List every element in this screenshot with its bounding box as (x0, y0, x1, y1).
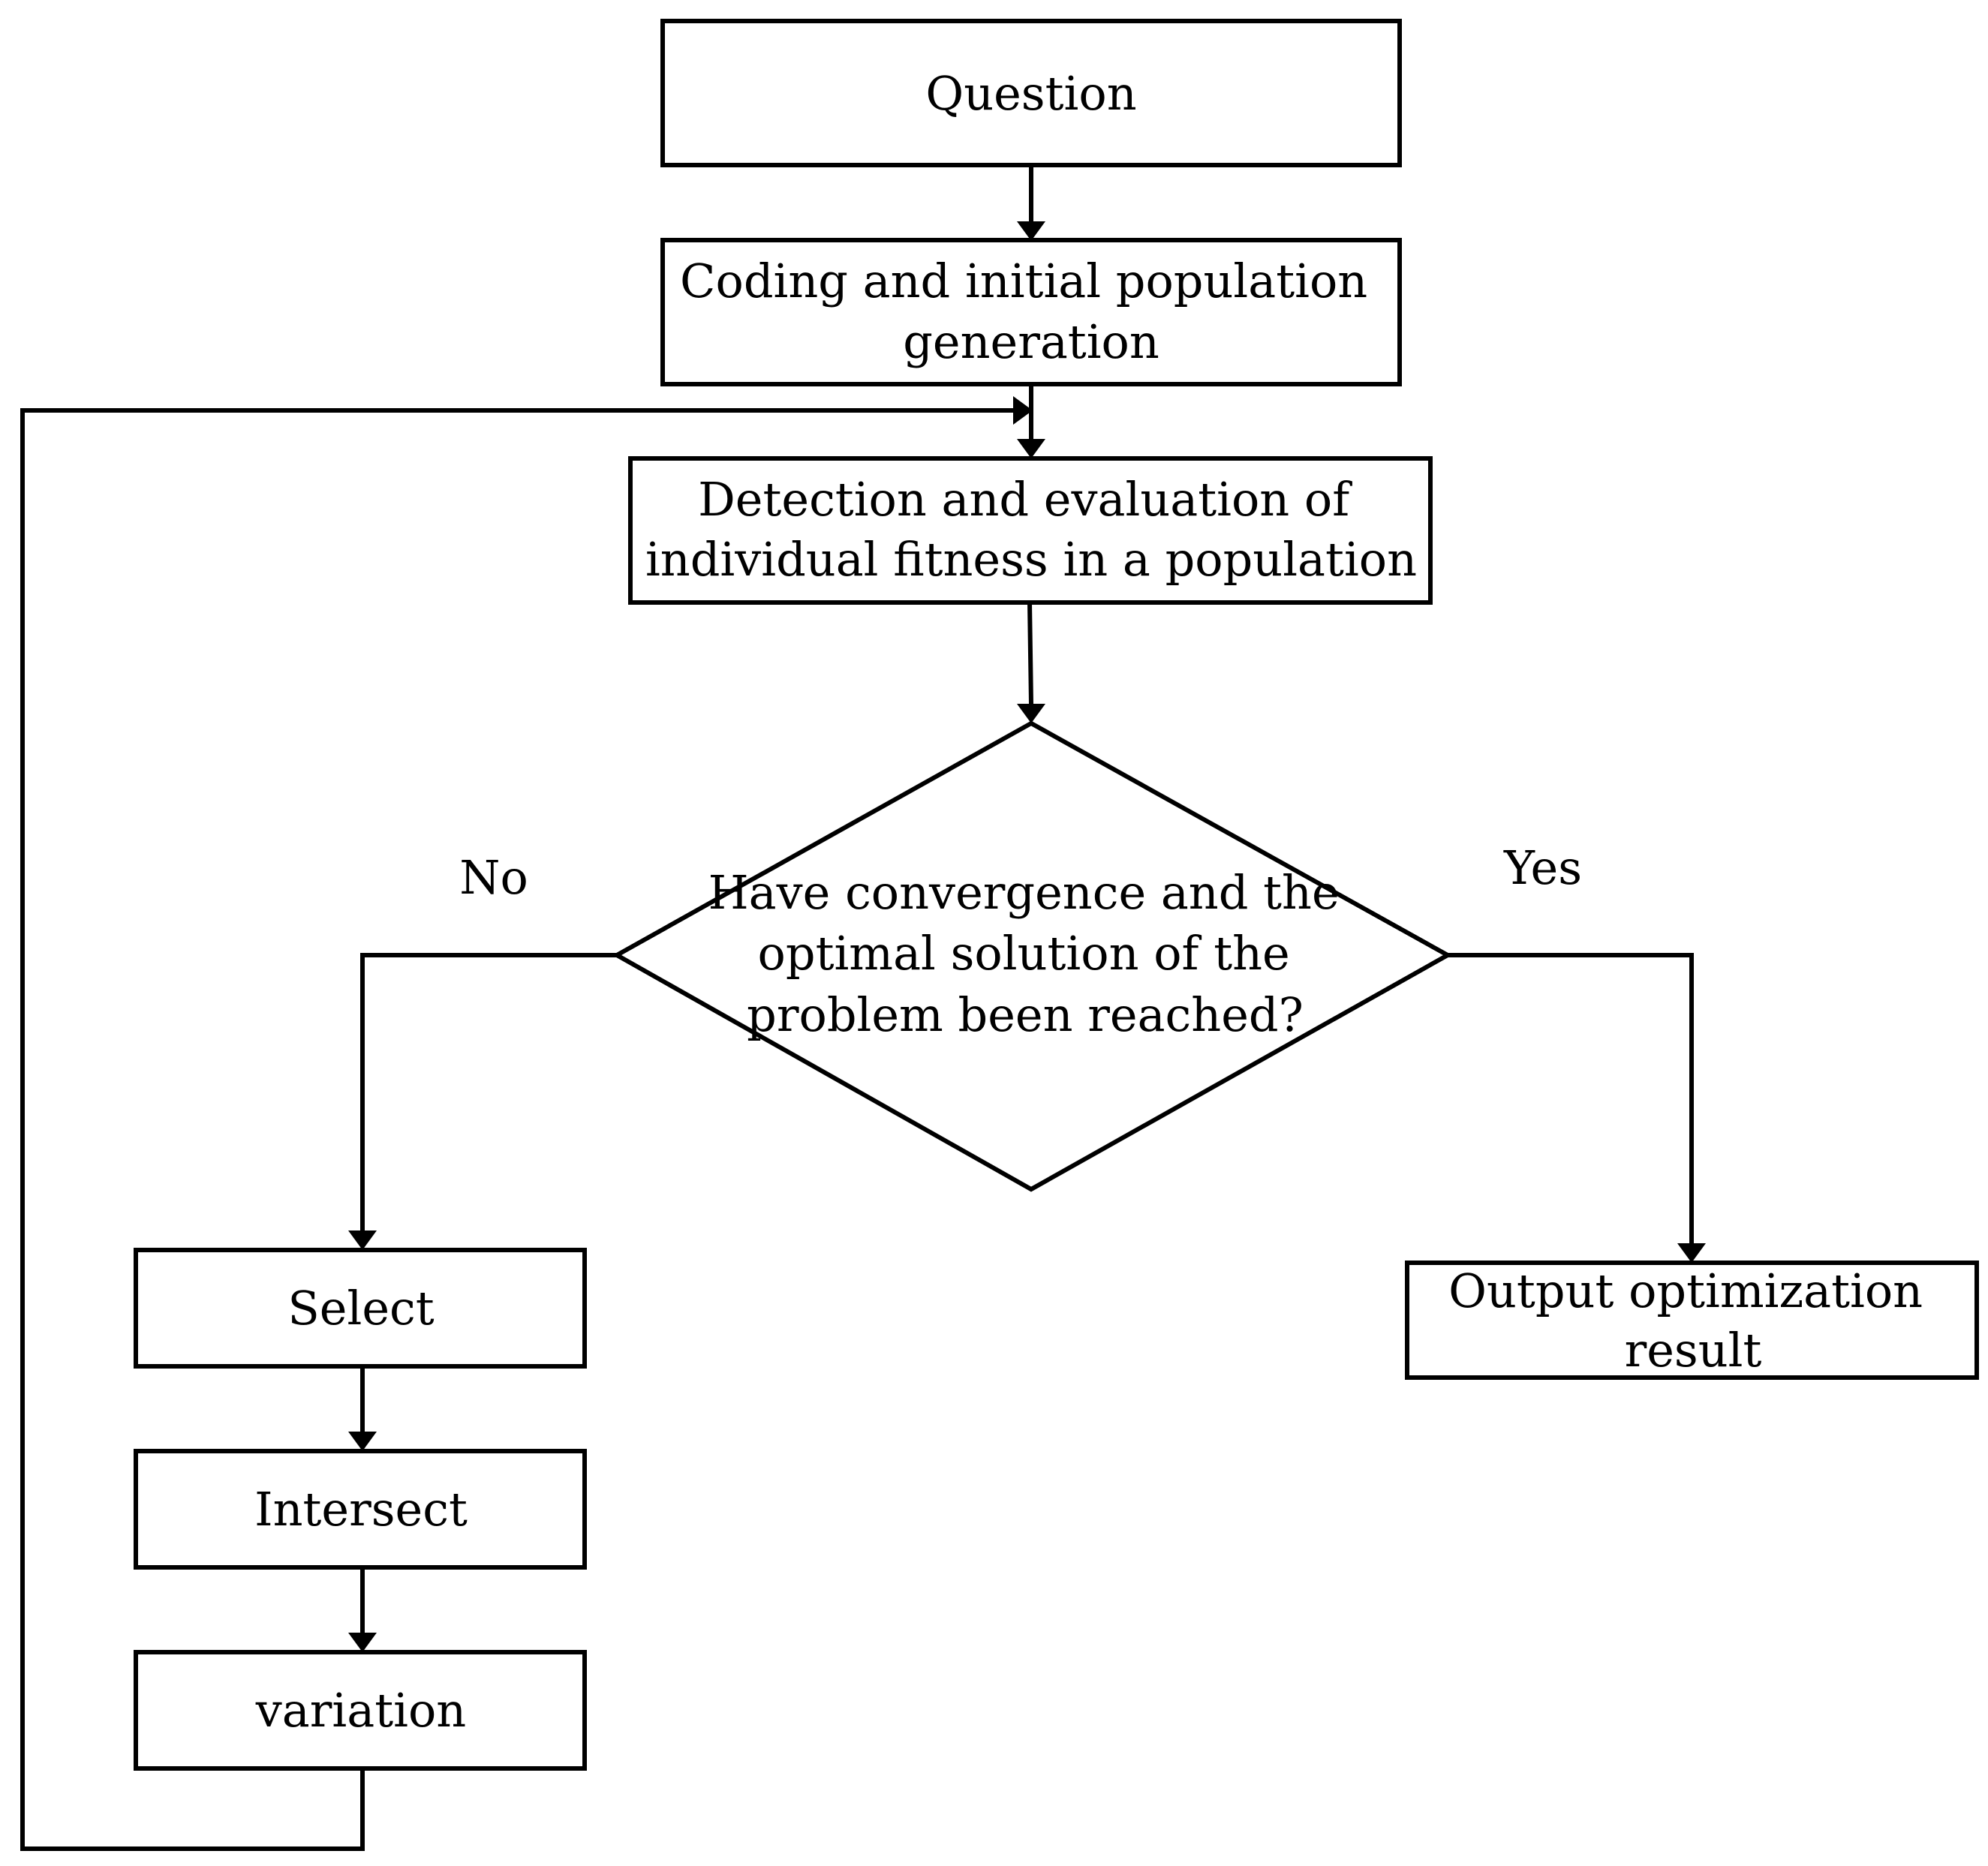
yes-label: Yes (1503, 840, 1582, 895)
detection-box (628, 456, 1433, 605)
output-box (1405, 1261, 1979, 1380)
arrowhead-output (1677, 1243, 1706, 1263)
edge-yes-branch (1448, 953, 1694, 1243)
node-coding: Coding and initial population generation (660, 238, 1402, 386)
coding-text-line: Coding and initial population (680, 254, 1367, 308)
decision-text-line: Have convergence and the (708, 865, 1340, 920)
detection-text-line: Detection and evaluation of (698, 472, 1352, 527)
output-text: Output optimization result (1448, 1264, 1938, 1378)
edge-loop-back (20, 408, 1013, 1851)
arrowhead-intersect (348, 1432, 377, 1451)
question-box (660, 19, 1402, 167)
decision-diamond (612, 720, 1453, 1192)
variation-box (134, 1650, 587, 1771)
node-detection: Detection and evaluation of individual f… (628, 456, 1433, 605)
node-intersect: Intersect (134, 1449, 587, 1570)
edge-detection-to-decision (1027, 602, 1033, 705)
connectors (20, 165, 1706, 1851)
variation-text: variation (255, 1683, 466, 1738)
detection-text-line: individual fitness in a population (645, 532, 1417, 587)
output-text-line: result (1625, 1323, 1762, 1378)
coding-box (660, 238, 1402, 386)
node-select: Select (134, 1248, 587, 1369)
arrowhead-variation (348, 1633, 377, 1652)
coding-text-line: generation (903, 314, 1159, 369)
intersect-text-line: Intersect (254, 1482, 468, 1537)
output-text-line: Output optimization (1448, 1264, 1923, 1318)
arrowhead-select (348, 1230, 377, 1250)
edge-no-branch (360, 953, 617, 1230)
question-text-line: Question (925, 66, 1136, 121)
select-box (134, 1248, 587, 1369)
node-question: Question (660, 19, 1402, 167)
variation-text-line: variation (255, 1683, 466, 1738)
intersect-box (134, 1449, 587, 1570)
arrowhead-loop (1013, 396, 1033, 425)
no-label: No (459, 850, 528, 905)
decision-text-line: problem been reached? (747, 987, 1304, 1042)
arrowhead-coding (1017, 221, 1045, 241)
node-output: Output optimization result (1405, 1261, 1979, 1380)
node-variation: variation (134, 1650, 587, 1771)
node-decision: Have convergence and the optimal solutio… (612, 720, 1453, 1192)
detection-text: Detection and evaluation of individual f… (645, 472, 1417, 587)
coding-text: Coding and initial population generation (680, 254, 1382, 369)
arrowhead-detection (1017, 439, 1045, 458)
select-text-line: Select (287, 1281, 434, 1336)
question-text: Question (925, 66, 1136, 121)
decision-text-line: optimal solution of the (758, 926, 1290, 981)
decision-text: Have convergence and the optimal solutio… (708, 865, 1355, 1042)
select-text: Select (287, 1281, 434, 1336)
arrowhead-decision (1017, 704, 1045, 723)
intersect-text: Intersect (254, 1482, 468, 1537)
